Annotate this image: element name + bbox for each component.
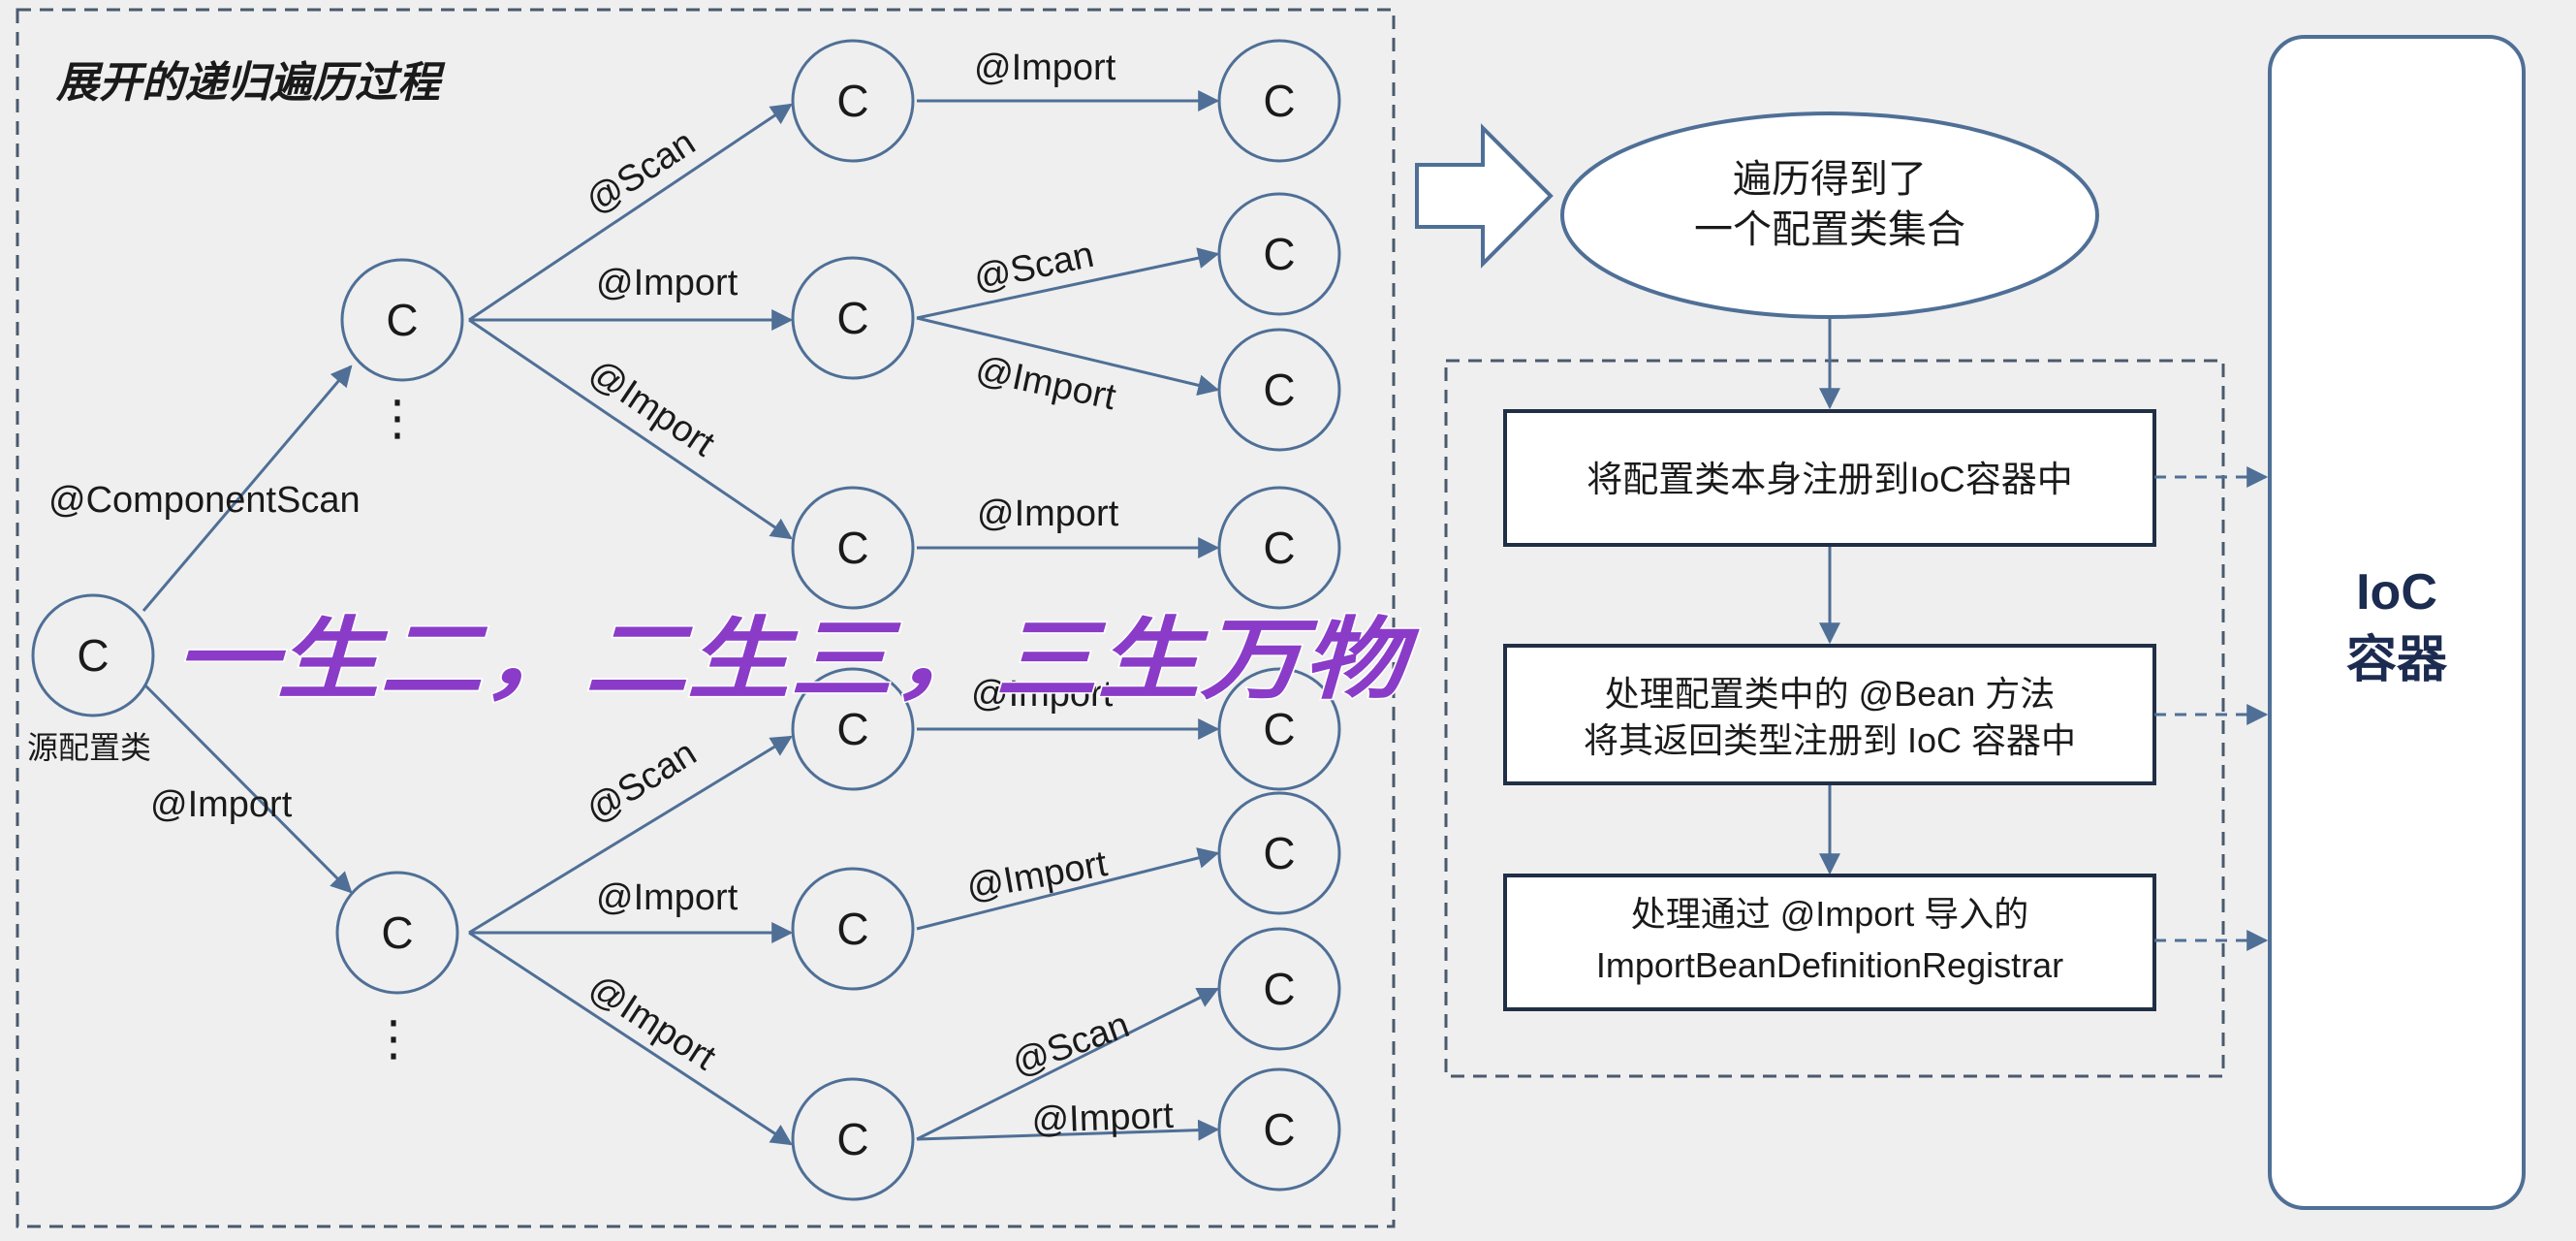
node-letter: C — [836, 1114, 868, 1164]
processing-frame — [1444, 359, 2225, 1078]
config-set-line-1: 遍历得到了 — [1733, 158, 1927, 201]
node-letter: C — [836, 704, 868, 754]
overlay-caption: 一生二，二生三，三生万物 — [174, 611, 1420, 710]
step-box-bean-methods — [1503, 644, 2156, 785]
node-l3-3 — [1217, 328, 1341, 452]
edge-l3-8 — [916, 1119, 1220, 1141]
step-2-line-2: 将其返回类型注册到 IoC 容器中 — [1584, 720, 2076, 760]
label-a-scan: @Scan — [579, 122, 703, 222]
ioc-container-line-2: 容器 — [2346, 632, 2448, 688]
node-letter: C — [1263, 523, 1295, 573]
node-letter: C — [77, 630, 109, 681]
label-a-import: @Import — [596, 263, 738, 303]
container-connectors — [2154, 466, 2269, 951]
ellipsis-lower: ⋮ — [369, 1011, 418, 1066]
edge-l3-6 — [916, 847, 1220, 931]
tree-edges — [141, 90, 1220, 1146]
edge-l3-7 — [916, 987, 1219, 1141]
label-b-import-diag: @Import — [581, 967, 723, 1078]
label-l3-import-1: @Import — [974, 48, 1116, 88]
step-3-line-1: 处理通过 @Import 导入的 — [1631, 894, 2029, 934]
label-l3-import-5: @Import — [971, 674, 1114, 715]
edge-b-1 — [468, 735, 793, 935]
ioc-container-box — [2268, 35, 2526, 1210]
edge-a-3 — [468, 318, 793, 540]
node-l3-7 — [1217, 927, 1341, 1051]
node-a3 — [791, 486, 915, 610]
node-l3-8 — [1217, 1067, 1341, 1192]
label-l3-import-8: @Import — [1031, 1096, 1175, 1141]
ioc-container-line-1: IoC — [2356, 564, 2437, 620]
node-l3-6 — [1217, 791, 1341, 915]
node-letter: C — [1263, 229, 1295, 279]
step-box-import-registrar — [1503, 874, 2156, 1011]
config-set-ellipse — [1560, 111, 2099, 319]
recursion-frame — [16, 8, 1396, 1228]
edge-l3-3 — [916, 316, 1220, 397]
step-box-register-self — [1503, 409, 2156, 547]
edge-b-3 — [468, 931, 793, 1146]
node-letter: C — [386, 295, 418, 345]
label-l3-import-4: @Import — [977, 493, 1119, 534]
edge-labels: @ComponentScan @Import @Scan @Import @Im… — [48, 48, 1175, 1141]
node-a1 — [791, 39, 915, 163]
diagram-title: 展开的递归遍历过程 — [55, 59, 446, 107]
label-component-scan: @ComponentScan — [48, 480, 361, 521]
step-1-line-1: 将配置类本身注册到IoC容器中 — [1586, 460, 2073, 499]
node-letter: C — [1263, 1104, 1295, 1155]
edge-source-to-import — [141, 682, 353, 894]
node-b2 — [791, 867, 915, 991]
label-b-scan: @Scan — [580, 733, 704, 832]
node-b1 — [791, 667, 915, 791]
edge-a-1 — [468, 103, 793, 322]
node-letter: C — [381, 907, 413, 958]
node-l3-2 — [1217, 192, 1341, 316]
node-letter: C — [836, 76, 868, 126]
node-letter: C — [1263, 76, 1295, 126]
node-l3-5 — [1217, 667, 1341, 791]
hollow-arrow — [1415, 123, 1554, 269]
node-letters: C C C C C C C C C C C C C C C C C — [77, 76, 1295, 1164]
node-letter: C — [1263, 704, 1295, 754]
label-b-import: @Import — [596, 877, 738, 918]
source-config-label: 源配置类 — [27, 730, 151, 765]
node-letter: C — [836, 293, 868, 343]
node-source — [31, 593, 155, 717]
node-l3-1 — [1217, 39, 1341, 163]
label-l3-import-3: @Import — [972, 349, 1119, 419]
node-letter: C — [836, 904, 868, 954]
node-l3-4 — [1217, 486, 1341, 610]
ellipsis-upper: ⋮ — [373, 391, 422, 445]
label-source-import: @Import — [150, 784, 293, 825]
node-a — [340, 258, 464, 382]
label-l3-scan-2: @Scan — [970, 235, 1097, 300]
node-a2 — [791, 256, 915, 380]
node-b — [335, 871, 459, 995]
node-letter: C — [836, 523, 868, 573]
node-b3 — [791, 1077, 915, 1201]
label-a-import-diag: @Import — [581, 352, 722, 465]
step-3-line-2: ImportBeanDefinitionRegistrar — [1596, 945, 2063, 985]
tree-nodes — [31, 39, 1341, 1201]
edge-l3-2 — [916, 247, 1220, 320]
edge-source-to-scan — [141, 365, 353, 612]
step-2-line-1: 处理配置类中的 @Bean 方法 — [1605, 674, 2056, 714]
node-letter: C — [1263, 828, 1295, 878]
node-letter: C — [1263, 365, 1295, 415]
config-set-line-2: 一个配置类集合 — [1694, 208, 1965, 251]
node-letter: C — [1263, 964, 1295, 1014]
label-l3-scan-7: @Scan — [1007, 1004, 1135, 1084]
